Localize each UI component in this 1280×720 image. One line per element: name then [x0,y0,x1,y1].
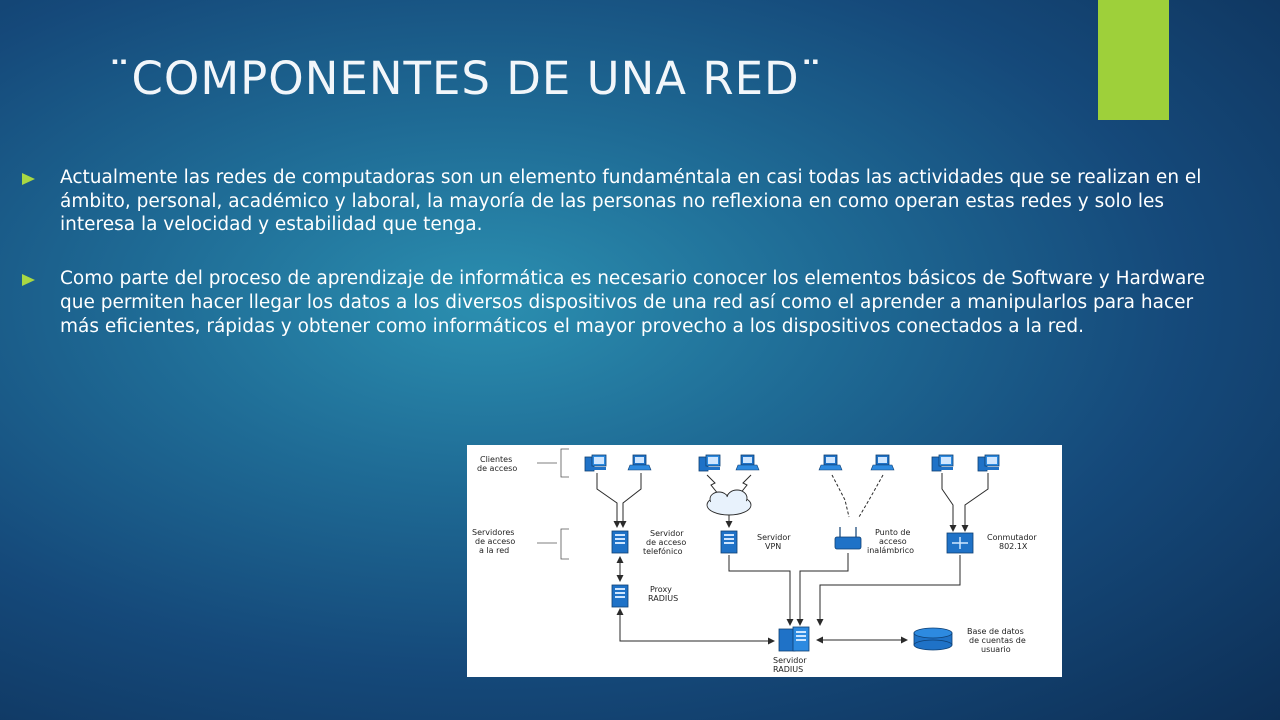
servidores-label: Servidores [472,528,514,537]
proxy-radius-label: RADIUS [648,594,678,603]
wireless-access-point-icon [834,527,862,550]
vpn-server-icon [720,530,738,554]
clientes-label: de acceso [477,464,517,473]
desktop-icon [931,454,954,472]
servidores-label: a la red [479,546,509,555]
bullet-text: Como parte del proceso de aprendizaje de… [60,268,1205,337]
vpn-server-label: Servidor [757,533,791,542]
bullet-item: Como parte del proceso de aprendizaje de… [22,267,1222,338]
database-label: Base de datos [967,627,1024,636]
radius-server-icon [778,626,810,652]
desktop-icon [698,454,721,472]
bullet-list: Actualmente las redes de computadoras so… [22,166,1222,338]
clientes-bracket: Clientes de acceso [477,448,569,478]
switch-label: Conmutador [987,533,1037,542]
dialup-server-icon [611,530,629,554]
laptop-icon [735,454,760,471]
desktop-icon [977,454,1000,472]
wireless-ap-label: Punto de [875,528,910,537]
dialup-server-label: de acceso [646,538,686,547]
laptop-icon [818,454,843,471]
dialup-server-label: telefónico [643,546,683,556]
radius-server-label: Servidor [773,656,807,665]
switch-icon [946,532,974,554]
desktop-icon [584,454,607,472]
laptop-icon [870,454,895,471]
servidores-label: de acceso [475,537,515,546]
bullet-text: Actualmente las redes de computadoras so… [60,167,1202,236]
database-icon [913,627,953,651]
servidores-bracket: Servidores de acceso a la red [472,528,569,560]
database-label: usuario [981,645,1011,654]
network-diagram-svg: Clientes de acceso Servidores de acceso … [472,448,1037,674]
proxy-radius-icon [611,584,629,608]
laptop-icon [627,454,652,471]
bullet-arrow-icon [22,274,35,287]
dialup-server-label: Servidor [650,529,684,538]
bullet-arrow-icon [22,173,35,185]
network-diagram: Clientes de acceso Servidores de acceso … [467,445,1062,677]
bullet-item: Actualmente las redes de computadoras so… [22,166,1222,237]
wireless-ap-label: acceso [879,537,907,546]
switch-label: 802.1X [999,542,1028,551]
proxy-radius-label: Proxy [650,585,672,594]
radius-server-label: RADIUS [773,665,803,674]
vpn-server-label: VPN [765,542,781,551]
wireless-ap-label: inalámbrico [867,546,914,555]
clientes-label: Clientes [480,455,512,464]
slide-title: ¨COMPONENTES DE UNA RED¨ [108,52,824,105]
database-label: de cuentas de [969,636,1026,645]
internet-cloud-icon [706,489,752,516]
accent-bar [1098,0,1169,120]
